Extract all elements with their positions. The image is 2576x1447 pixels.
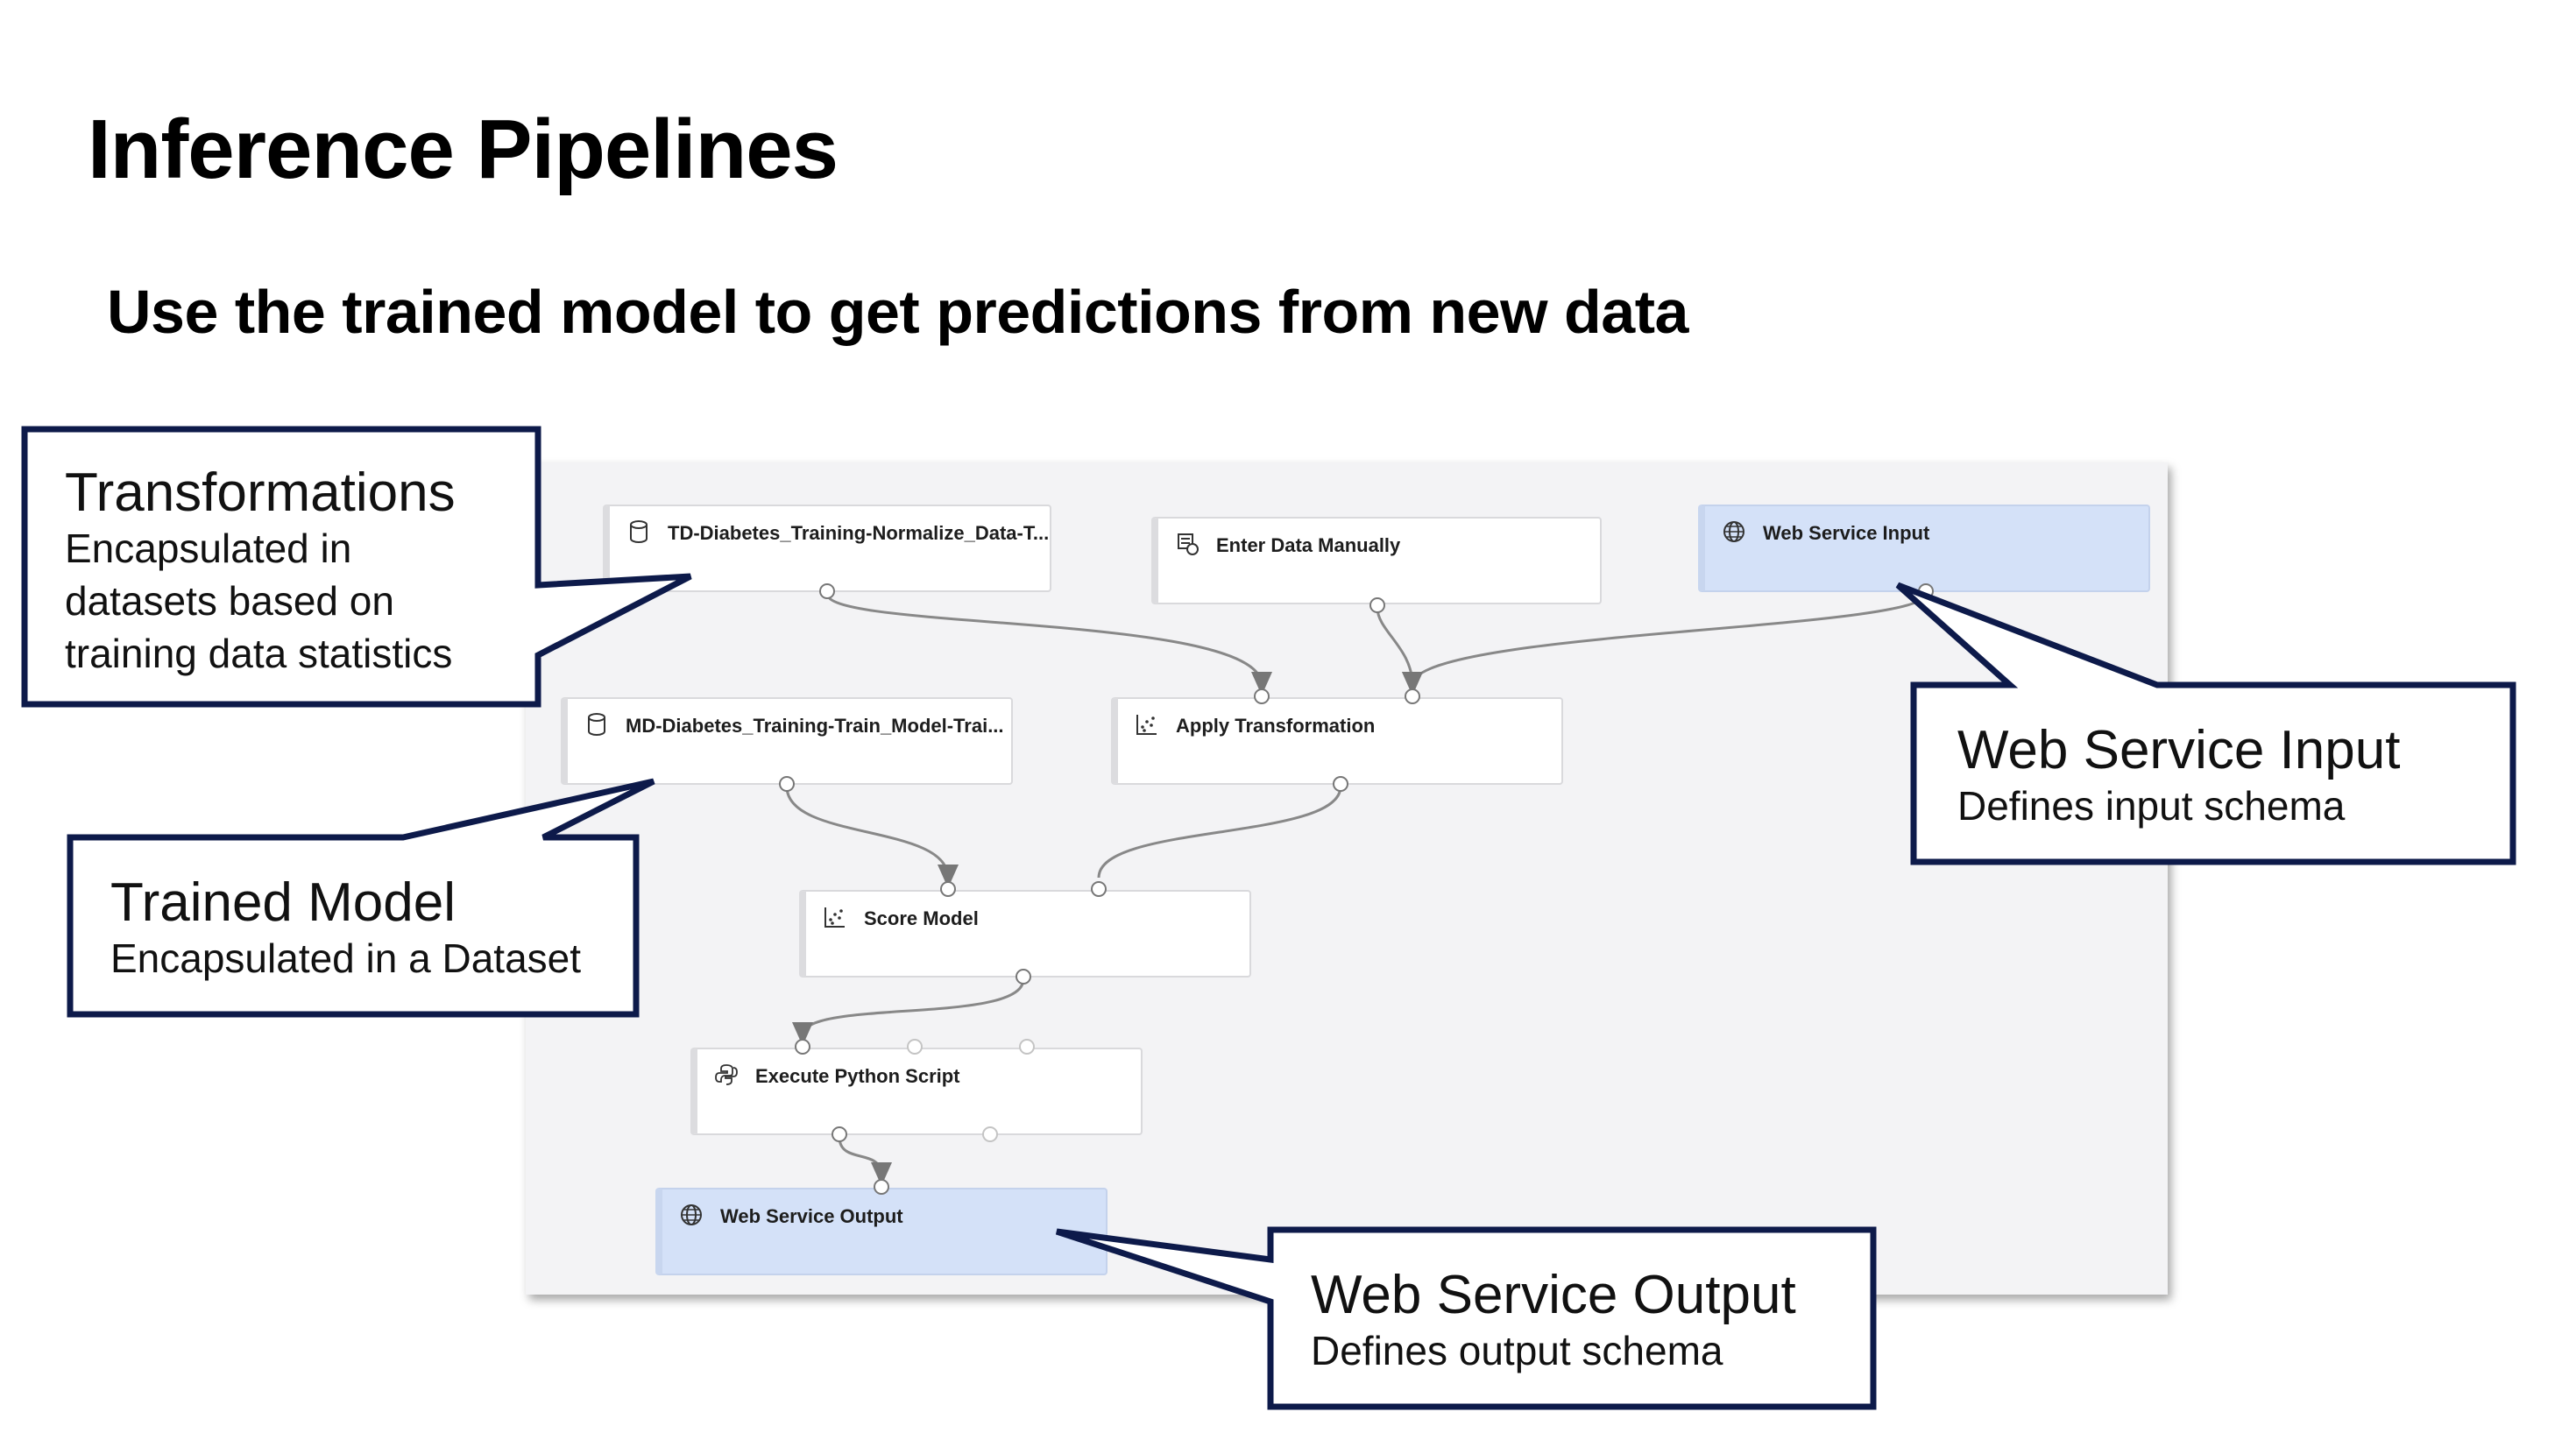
callout-heading: Trained Model: [110, 872, 456, 933]
dataset-cylinder-icon: [626, 519, 652, 545]
node-label: Web Service Input: [1763, 522, 1930, 544]
node-label: Web Service Output: [720, 1205, 903, 1227]
node-label: TD-Diabetes_Training-Normalize_Data-T...: [668, 522, 1050, 544]
callout-text: Encapsulated in: [65, 526, 352, 572]
input-port[interactable]: [907, 1039, 923, 1055]
node-td-dataset[interactable]: TD-Diabetes_Training-Normalize_Data-T...: [603, 505, 1051, 592]
node-label: Enter Data Manually: [1216, 534, 1401, 556]
input-port[interactable]: [1405, 688, 1420, 704]
output-port[interactable]: [779, 776, 795, 792]
node-apply-transformation[interactable]: Apply Transformation: [1111, 697, 1563, 785]
input-port[interactable]: [874, 1179, 889, 1195]
output-port[interactable]: [832, 1126, 847, 1142]
callout-text: Defines input schema: [1957, 783, 2346, 829]
output-port[interactable]: [1918, 583, 1934, 599]
callout-heading: Web Service Input: [1957, 720, 2401, 780]
dataset-cylinder-icon: [584, 711, 610, 738]
input-port[interactable]: [1019, 1039, 1035, 1055]
enter-data-icon: [1174, 531, 1200, 557]
node-md-dataset[interactable]: MD-Diabetes_Training-Train_Model-Trai...: [561, 697, 1013, 785]
callout-heading: Transformations: [65, 462, 456, 523]
node-label: Score Model: [864, 907, 979, 929]
node-web-service-output[interactable]: Web Service Output: [655, 1188, 1108, 1275]
callout-web-service-output: Web Service Output Defines output schema: [1311, 1265, 1796, 1378]
globe-icon: [1721, 519, 1747, 545]
output-port[interactable]: [982, 1126, 998, 1142]
input-port[interactable]: [1091, 881, 1107, 897]
output-port[interactable]: [1333, 776, 1348, 792]
node-label: Execute Python Script: [755, 1065, 960, 1087]
scatter-chart-icon: [822, 904, 848, 930]
node-web-service-input[interactable]: Web Service Input: [1698, 505, 2150, 592]
node-label: Apply Transformation: [1176, 715, 1376, 737]
python-icon: [713, 1062, 740, 1088]
output-port[interactable]: [819, 583, 835, 599]
slide-subtitle: Use the trained model to get predictions…: [107, 278, 1688, 346]
input-port[interactable]: [795, 1039, 810, 1055]
callout-text: training data statistics: [65, 631, 453, 677]
callout-web-service-input: Web Service Input Defines input schema: [1957, 720, 2400, 833]
input-port[interactable]: [1254, 688, 1270, 704]
node-enter-data-manually[interactable]: Enter Data Manually: [1151, 517, 1602, 604]
callout-heading: Web Service Output: [1311, 1265, 1796, 1325]
callout-text: Defines output schema: [1311, 1328, 1723, 1374]
globe-icon: [678, 1202, 704, 1228]
output-port[interactable]: [1369, 597, 1385, 613]
callout-trained-model: Trained Model Encapsulated in a Dataset: [110, 872, 581, 985]
callout-text: datasets based on: [65, 578, 394, 625]
scatter-chart-icon: [1134, 711, 1160, 738]
node-label: MD-Diabetes_Training-Train_Model-Trai...: [626, 715, 1004, 737]
callout-text: Encapsulated in a Dataset: [110, 935, 582, 982]
input-port[interactable]: [940, 881, 956, 897]
slide-title: Inference Pipelines: [88, 102, 839, 196]
output-port[interactable]: [1016, 969, 1031, 985]
callout-transformations: Transformations Encapsulated in datasets…: [65, 462, 456, 681]
node-execute-python-script[interactable]: Execute Python Script: [690, 1048, 1143, 1135]
node-score-model[interactable]: Score Model: [799, 890, 1251, 978]
